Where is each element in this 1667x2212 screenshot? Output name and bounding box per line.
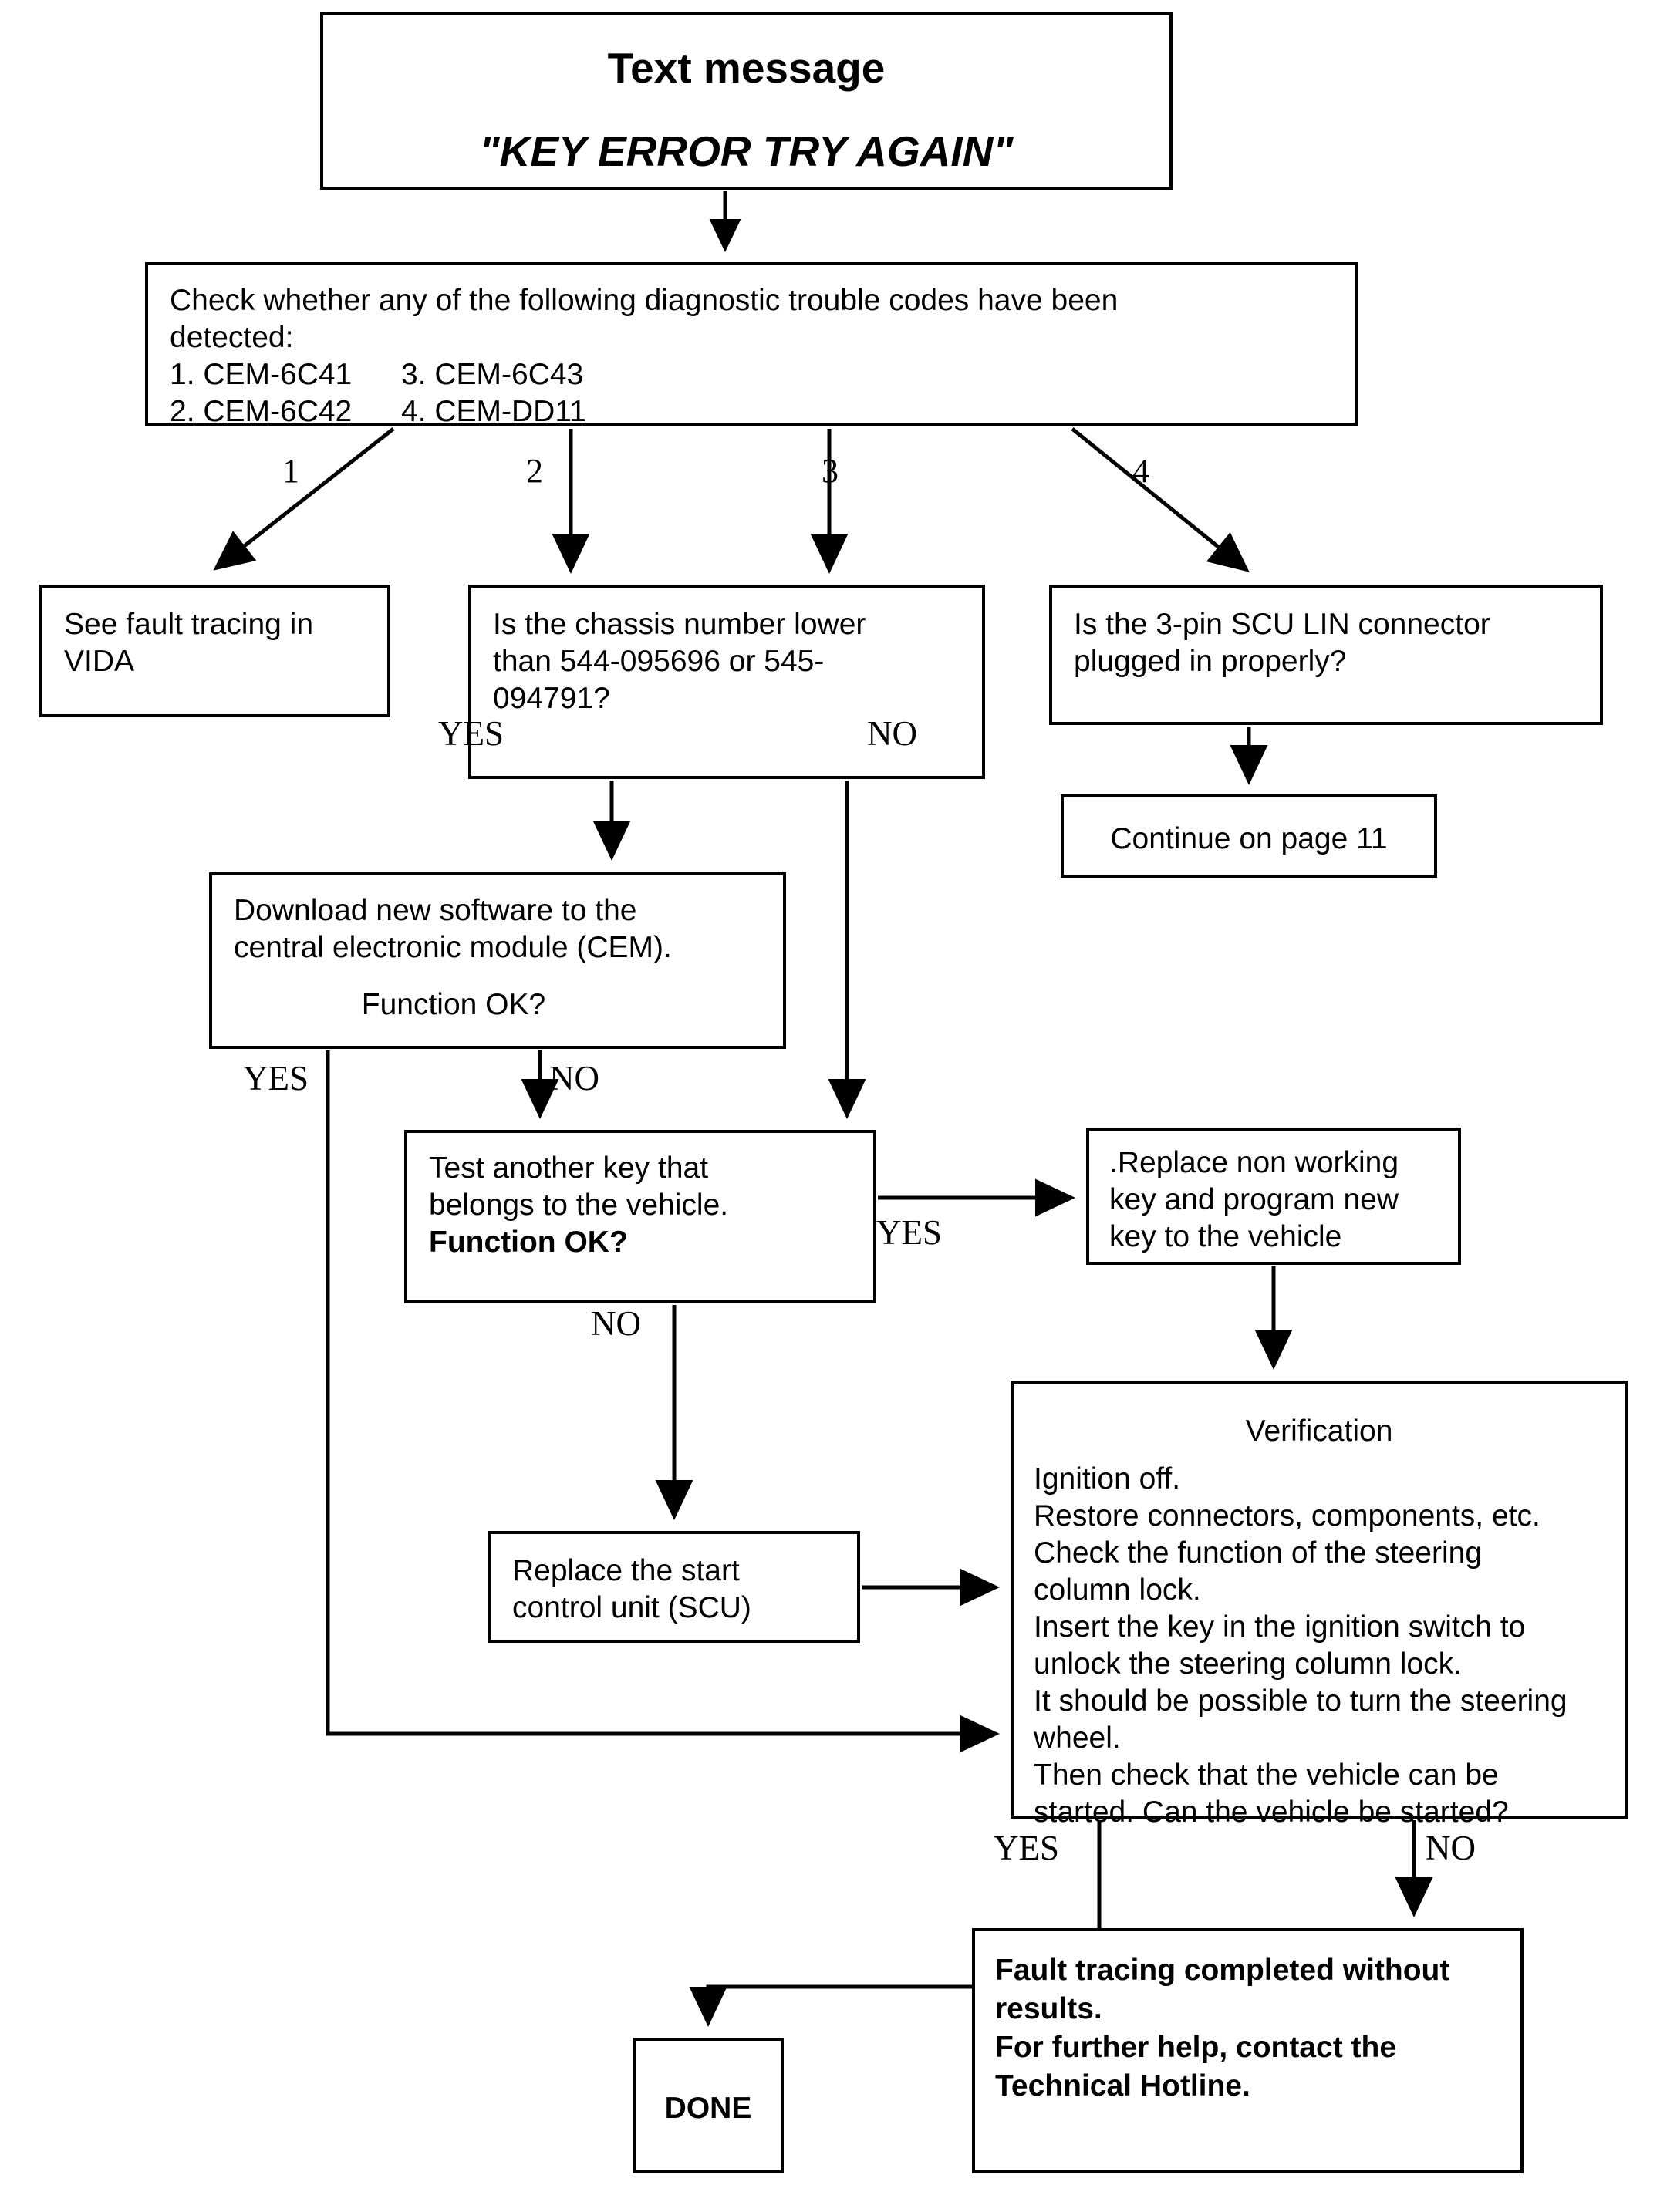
edge-branch-4 [1071, 427, 1250, 572]
edge-label-branch-1: 1 [282, 452, 299, 490]
chassis-line-2: than 544-095696 or 545- [493, 645, 825, 678]
node-verification: Verification Ignition off. Restore conne… [1011, 1381, 1628, 1829]
replacekey-line-3: key to the vehicle [1109, 1220, 1342, 1253]
node-replace-non-working-key: .Replace non working key and program new… [1086, 1128, 1461, 1265]
replacescu-line-1: Replace the start [512, 1554, 740, 1587]
verification-line-9: Then check that the vehicle can be [1034, 1758, 1499, 1792]
verification-heading: Verification [1245, 1415, 1393, 1448]
verification-line-8: wheel. [1034, 1721, 1121, 1755]
edge-label-branch-3: 3 [822, 452, 839, 490]
node-technical-hotline: Fault tracing completed without results.… [972, 1928, 1524, 2173]
verification-line-6: unlock the steering column lock. [1034, 1647, 1462, 1681]
testkey-line-1: Test another key that [429, 1152, 709, 1185]
edge-label-testkey-no: NO [591, 1304, 641, 1343]
download-line-2: central electronic module (CEM). [234, 931, 672, 964]
hotline-line-1: Fault tracing completed without [995, 1954, 1450, 1987]
verification-line-10: started. Can the vehicle be started? [1034, 1796, 1509, 1829]
text-message-value: "KEY ERROR TRY AGAIN" [479, 127, 1014, 175]
node-done: DONE [633, 2038, 784, 2173]
node-test-another-key: Test another key that belongs to the veh… [404, 1130, 876, 1303]
replacekey-line-2: key and program new [1109, 1183, 1399, 1216]
testkey-question: Function OK? [429, 1226, 628, 1259]
edge-label-download-yes: YES [243, 1059, 309, 1098]
chassis-line-1: Is the chassis number lower [493, 608, 866, 641]
dtc-code-3: 3. CEM-6C43 [401, 358, 584, 391]
continue-page-label: Continue on page 11 [1110, 822, 1388, 855]
node-see-fault-tracing-vida: See fault tracing in VIDA [39, 585, 390, 717]
edge-label-verify-yes: YES [994, 1829, 1060, 1867]
node-replace-start-control-unit: Replace the start control unit (SCU) [488, 1531, 860, 1643]
node-dtc-check: Check whether any of the following diagn… [145, 262, 1358, 428]
testkey-line-2: belongs to the vehicle. [429, 1189, 729, 1222]
scu-lin-line-1: Is the 3-pin SCU LIN connector [1074, 608, 1490, 641]
hotline-line-4: Technical Hotline. [995, 2069, 1250, 2102]
dtc-code-4: 4. CEM-DD11 [401, 395, 586, 428]
verification-line-5: Insert the key in the ignition switch to [1034, 1610, 1526, 1644]
edge-label-chassis-no: NO [867, 714, 917, 753]
node-text-message: Text message "KEY ERROR TRY AGAIN" [320, 12, 1173, 190]
vida-line-2: VIDA [64, 645, 135, 678]
dtc-code-2: 2. CEM-6C42 [170, 395, 353, 428]
verification-line-2: Restore connectors, components, etc. [1034, 1499, 1540, 1533]
node-chassis-number-question: Is the chassis number lower than 544-095… [468, 585, 985, 779]
edge-label-verify-no: NO [1426, 1829, 1476, 1867]
dtc-code-list: 1. CEM-6C41 2. CEM-6C42 3. CEM-6C43 4. C… [170, 356, 1355, 430]
edge-label-branch-4: 4 [1132, 452, 1149, 490]
text-message-heading: Text message [607, 44, 886, 92]
download-line-1: Download new software to the [234, 894, 637, 927]
node-continue-on-page: Continue on page 11 [1061, 794, 1437, 878]
edge-label-testkey-yes: YES [876, 1213, 943, 1252]
verification-line-1: Ignition off. [1034, 1462, 1181, 1495]
done-label: DONE [664, 2092, 752, 2125]
scu-lin-line-2: plugged in properly? [1074, 645, 1347, 678]
hotline-line-2: results. [995, 1992, 1102, 2025]
node-download-software: Download new software to the central ele… [209, 872, 786, 1049]
verification-line-3: Check the function of the steering [1034, 1536, 1483, 1570]
dtc-line-2: detected: [170, 321, 294, 354]
download-question: Function OK? [361, 988, 546, 1021]
replacescu-line-2: control unit (SCU) [512, 1591, 751, 1624]
replacekey-line-1: .Replace non working [1109, 1146, 1399, 1179]
edge-label-branch-2: 2 [526, 452, 543, 490]
hotline-line-3: For further help, contact the [995, 2031, 1397, 2064]
vida-line-1: See fault tracing in [64, 608, 314, 641]
dtc-line-1: Check whether any of the following diagn… [170, 284, 1119, 317]
edge-label-download-no: NO [549, 1059, 599, 1098]
edge-label-chassis-yes: YES [438, 714, 504, 753]
dtc-code-1: 1. CEM-6C41 [170, 358, 353, 391]
edge-branch-1 [213, 427, 395, 571]
verification-line-4: column lock. [1034, 1573, 1201, 1607]
verification-line-7: It should be possible to turn the steeri… [1034, 1684, 1567, 1718]
chassis-line-3: 094791? [493, 682, 610, 715]
node-scu-lin-connector-question: Is the 3-pin SCU LIN connector plugged i… [1049, 585, 1603, 725]
